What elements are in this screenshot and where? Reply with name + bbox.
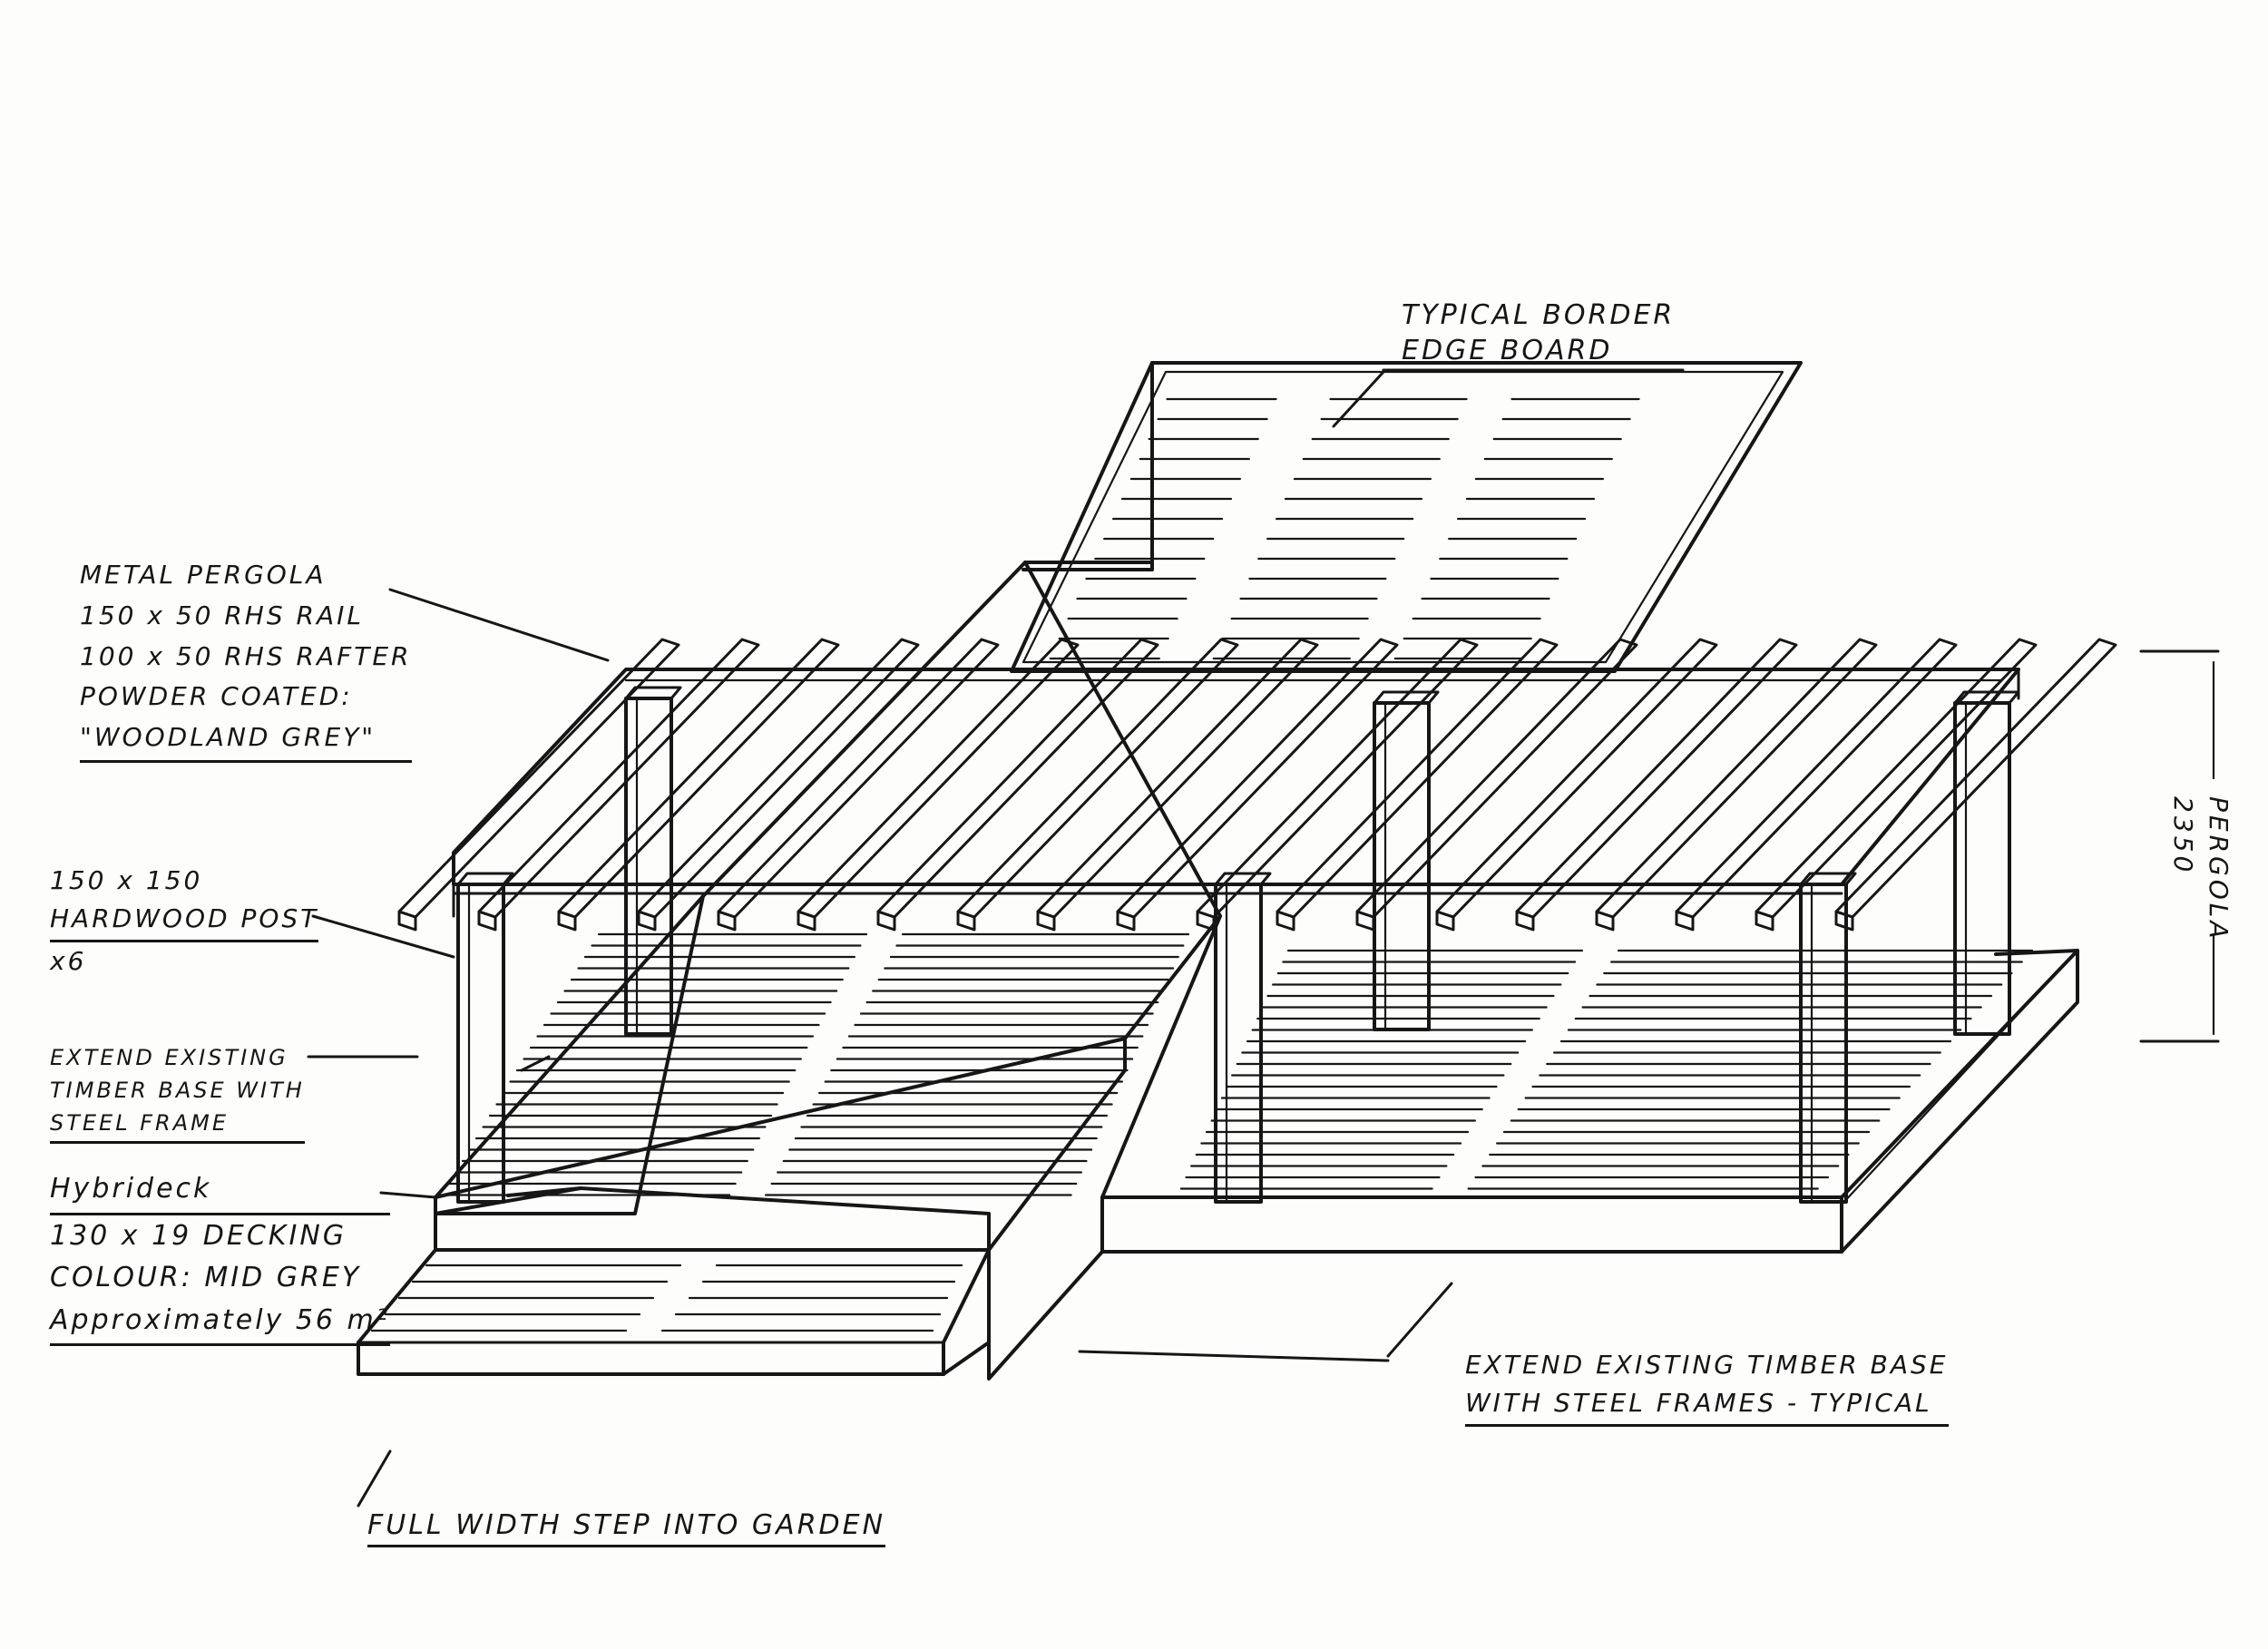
post-spec-label: 150 x 150 HARDWOOD POST x6 xyxy=(50,862,319,981)
pergola-height-value: 2350 xyxy=(2167,796,2198,876)
rafter-end xyxy=(1675,910,1695,932)
extend-base-right-line-2: WITH STEEL FRAMES - TYPICAL xyxy=(1465,1384,1949,1427)
decking-spec-line-3: COLOUR: MID GREY xyxy=(50,1262,362,1293)
rafter-end xyxy=(1196,910,1216,932)
extend-base-left-line-3: STEEL FRAME xyxy=(50,1107,305,1144)
rafter-end xyxy=(637,910,657,932)
extend-base-left-line-2: TIMBER BASE WITH xyxy=(50,1078,305,1103)
rafter-end xyxy=(397,910,417,932)
extend-base-right-label: EXTEND EXISTING TIMBER BASE WITH STEEL F… xyxy=(1465,1346,1949,1427)
post-spec-line-1: 150 x 150 xyxy=(50,865,203,895)
post-top xyxy=(1953,690,2020,705)
pergola-spec-line-4: POWDER COATED: xyxy=(80,681,353,712)
step-note-text: FULL WIDTH STEP INTO GARDEN xyxy=(367,1508,886,1547)
pergola-spec-label: METAL PERGOLA 150 x 50 RHS RAIL 100 x 50… xyxy=(80,555,412,763)
rafter-end xyxy=(1355,910,1375,932)
rafter-end xyxy=(956,910,976,932)
post-top xyxy=(1373,690,1440,705)
border-edge-line-1: TYPICAL BORDER xyxy=(1402,299,1676,331)
pergola-spec-line-2: 150 x 50 RHS RAIL xyxy=(80,600,364,630)
decking-boards xyxy=(370,397,2034,1332)
rafter-end xyxy=(1036,910,1056,932)
decking-spec-line-4: Approximately 56 m² xyxy=(50,1300,390,1346)
post xyxy=(624,697,673,1036)
step-note-label: FULL WIDTH STEP INTO GARDEN xyxy=(367,1508,886,1547)
hardwood-posts xyxy=(456,686,2020,1204)
rafter-end xyxy=(797,910,816,932)
pergola-rafters xyxy=(397,638,2117,932)
border-edge-label: TYPICAL BORDER EDGE BOARD xyxy=(1402,298,1676,373)
pergola-spec-line-3: 100 x 50 RHS RAFTER xyxy=(80,640,412,671)
pergola-spec-line-1: METAL PERGOLA xyxy=(80,560,327,590)
rafter-end xyxy=(1834,910,1854,932)
rafter-end xyxy=(717,910,737,932)
post-spec-line-2: HARDWOOD POST xyxy=(50,900,319,942)
rafter-end xyxy=(1515,910,1535,932)
post-top xyxy=(456,872,514,886)
upper-deck xyxy=(1010,361,1803,673)
rafter-end xyxy=(1435,910,1455,932)
rafter-end xyxy=(1116,910,1136,932)
rafter-end xyxy=(876,910,896,932)
post xyxy=(456,883,505,1204)
leader-lines xyxy=(307,368,2220,1508)
post-top xyxy=(1799,872,1857,886)
pergola-height-label: PERGOLA 2350 xyxy=(2165,796,2236,942)
pergola-spec-line-5: "WOODLAND GREY" xyxy=(80,717,412,763)
left-deck xyxy=(434,561,1222,1252)
rafter-end xyxy=(477,910,497,932)
right-deck xyxy=(987,914,2079,1381)
decking-spec-line-2: 130 x 19 DECKING xyxy=(50,1219,347,1252)
pergola-height-title: PERGOLA xyxy=(2204,796,2234,942)
extend-base-left-label: EXTEND EXISTING TIMBER BASE WITH STEEL F… xyxy=(50,1041,305,1144)
decking-spec-line-1: Hybrideck xyxy=(50,1168,390,1215)
extend-base-left-line-1: EXTEND EXISTING xyxy=(50,1045,288,1070)
rafter-end xyxy=(1755,910,1774,932)
border-edge-line-2: EDGE BOARD xyxy=(1402,333,1676,373)
post-spec-line-3: x6 xyxy=(50,946,87,976)
extend-base-right-line-1: EXTEND EXISTING TIMBER BASE xyxy=(1465,1350,1949,1380)
rafter-end xyxy=(557,910,577,932)
decking-spec-label: Hybrideck 130 x 19 DECKING COLOUR: MID G… xyxy=(50,1168,390,1346)
rafter-end xyxy=(1276,910,1295,932)
rafter-end xyxy=(1595,910,1615,932)
